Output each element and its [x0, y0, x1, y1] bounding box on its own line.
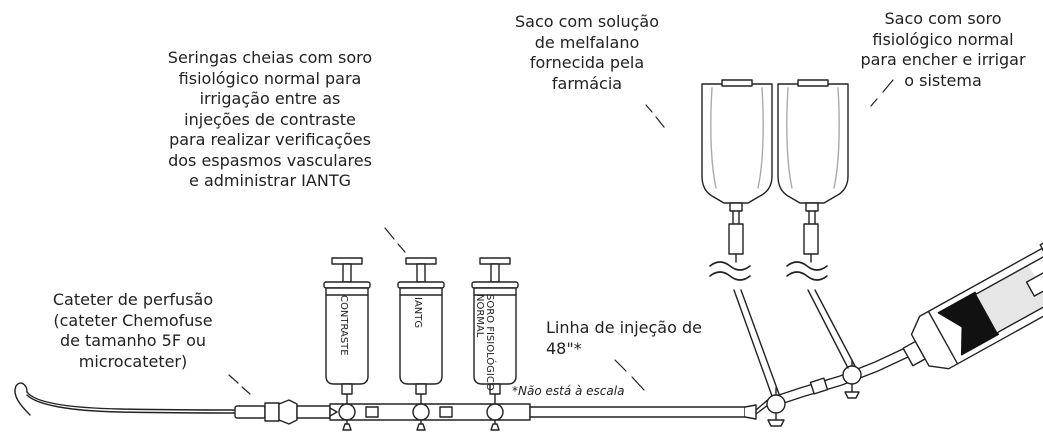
label-line: de tamanho 5F ou	[59, 331, 207, 350]
stopcock-2	[412, 393, 430, 431]
label-line: e administrar IANTG	[189, 171, 351, 190]
arrow-catheter	[228, 374, 239, 384]
label-line: Saco com soro	[884, 9, 1002, 28]
label-line: Saco com solução	[515, 12, 659, 31]
label-line: microcateter)	[78, 351, 188, 371]
syringe-iantg: IANTG	[397, 257, 445, 395]
arrow-syringes	[384, 227, 395, 240]
arrow-bag-melphalan	[655, 116, 665, 128]
arrow-bag-saline	[882, 79, 894, 93]
syringe-saline: SORO FISIOLÓGICO NORMAL	[471, 257, 519, 395]
label-line: farmácia	[551, 73, 623, 93]
label-line: fornecida pela	[529, 53, 645, 72]
label-injection-line: Linha de injeção de 48"*	[546, 318, 702, 359]
stopcock-1	[329, 393, 356, 431]
injection-line-tube	[529, 397, 773, 420]
label-syringes: Seringas cheias com soro fisiológico nor…	[145, 48, 395, 192]
saline-bag	[777, 79, 849, 225]
syringe-label-contraste: CONTRASTE	[338, 295, 349, 356]
manifold	[329, 403, 531, 421]
label-line: Seringas cheias com soro	[167, 48, 373, 67]
syringe-label-saline-line1: SORO FISIOLÓGICO	[484, 294, 497, 391]
stopcock-3	[486, 393, 504, 431]
label-line: de melfalano	[534, 32, 640, 52]
label-line: para realizar verificações	[169, 130, 371, 149]
melphalan-bag	[701, 79, 773, 225]
label-line: o sistema	[904, 70, 982, 90]
label-line: (cateter Chemofuse	[53, 310, 213, 330]
arrow-injection-line	[614, 359, 627, 372]
scale-note: *Não está à escala	[512, 384, 625, 398]
label-line: fisiológico normal para	[178, 68, 362, 88]
label-line: fisiológico normal	[872, 29, 1014, 49]
right-manifold	[766, 347, 909, 427]
large-syringe	[902, 241, 1043, 370]
label-line: para encher e irrigar	[860, 50, 1026, 69]
syringe-contraste: CONTRASTE	[323, 257, 371, 395]
pointer-arrows	[228, 79, 894, 395]
label-bag-saline: Saco com soro fisiológico normal para en…	[843, 9, 1043, 91]
label-line: injeções de contraste	[184, 109, 356, 129]
label-line: irrigação entre as	[199, 89, 341, 108]
bag-tubes	[709, 223, 856, 397]
label-line: Linha de injeção de	[546, 318, 702, 337]
label-catheter: Cateter de perfusão (cateter Chemofuse d…	[33, 290, 233, 372]
syringe-label-saline-line2: NORMAL	[474, 294, 485, 338]
perfusion-catheter	[14, 382, 331, 425]
label-line: Cateter de perfusão	[52, 290, 214, 309]
label-bag-melphalan: Saco com solução de melfalano fornecida …	[502, 12, 672, 94]
syringe-label-iantg: IANTG	[412, 297, 423, 328]
label-line: 48"*	[546, 338, 582, 358]
label-line: dos espasmos vasculares	[168, 150, 372, 170]
